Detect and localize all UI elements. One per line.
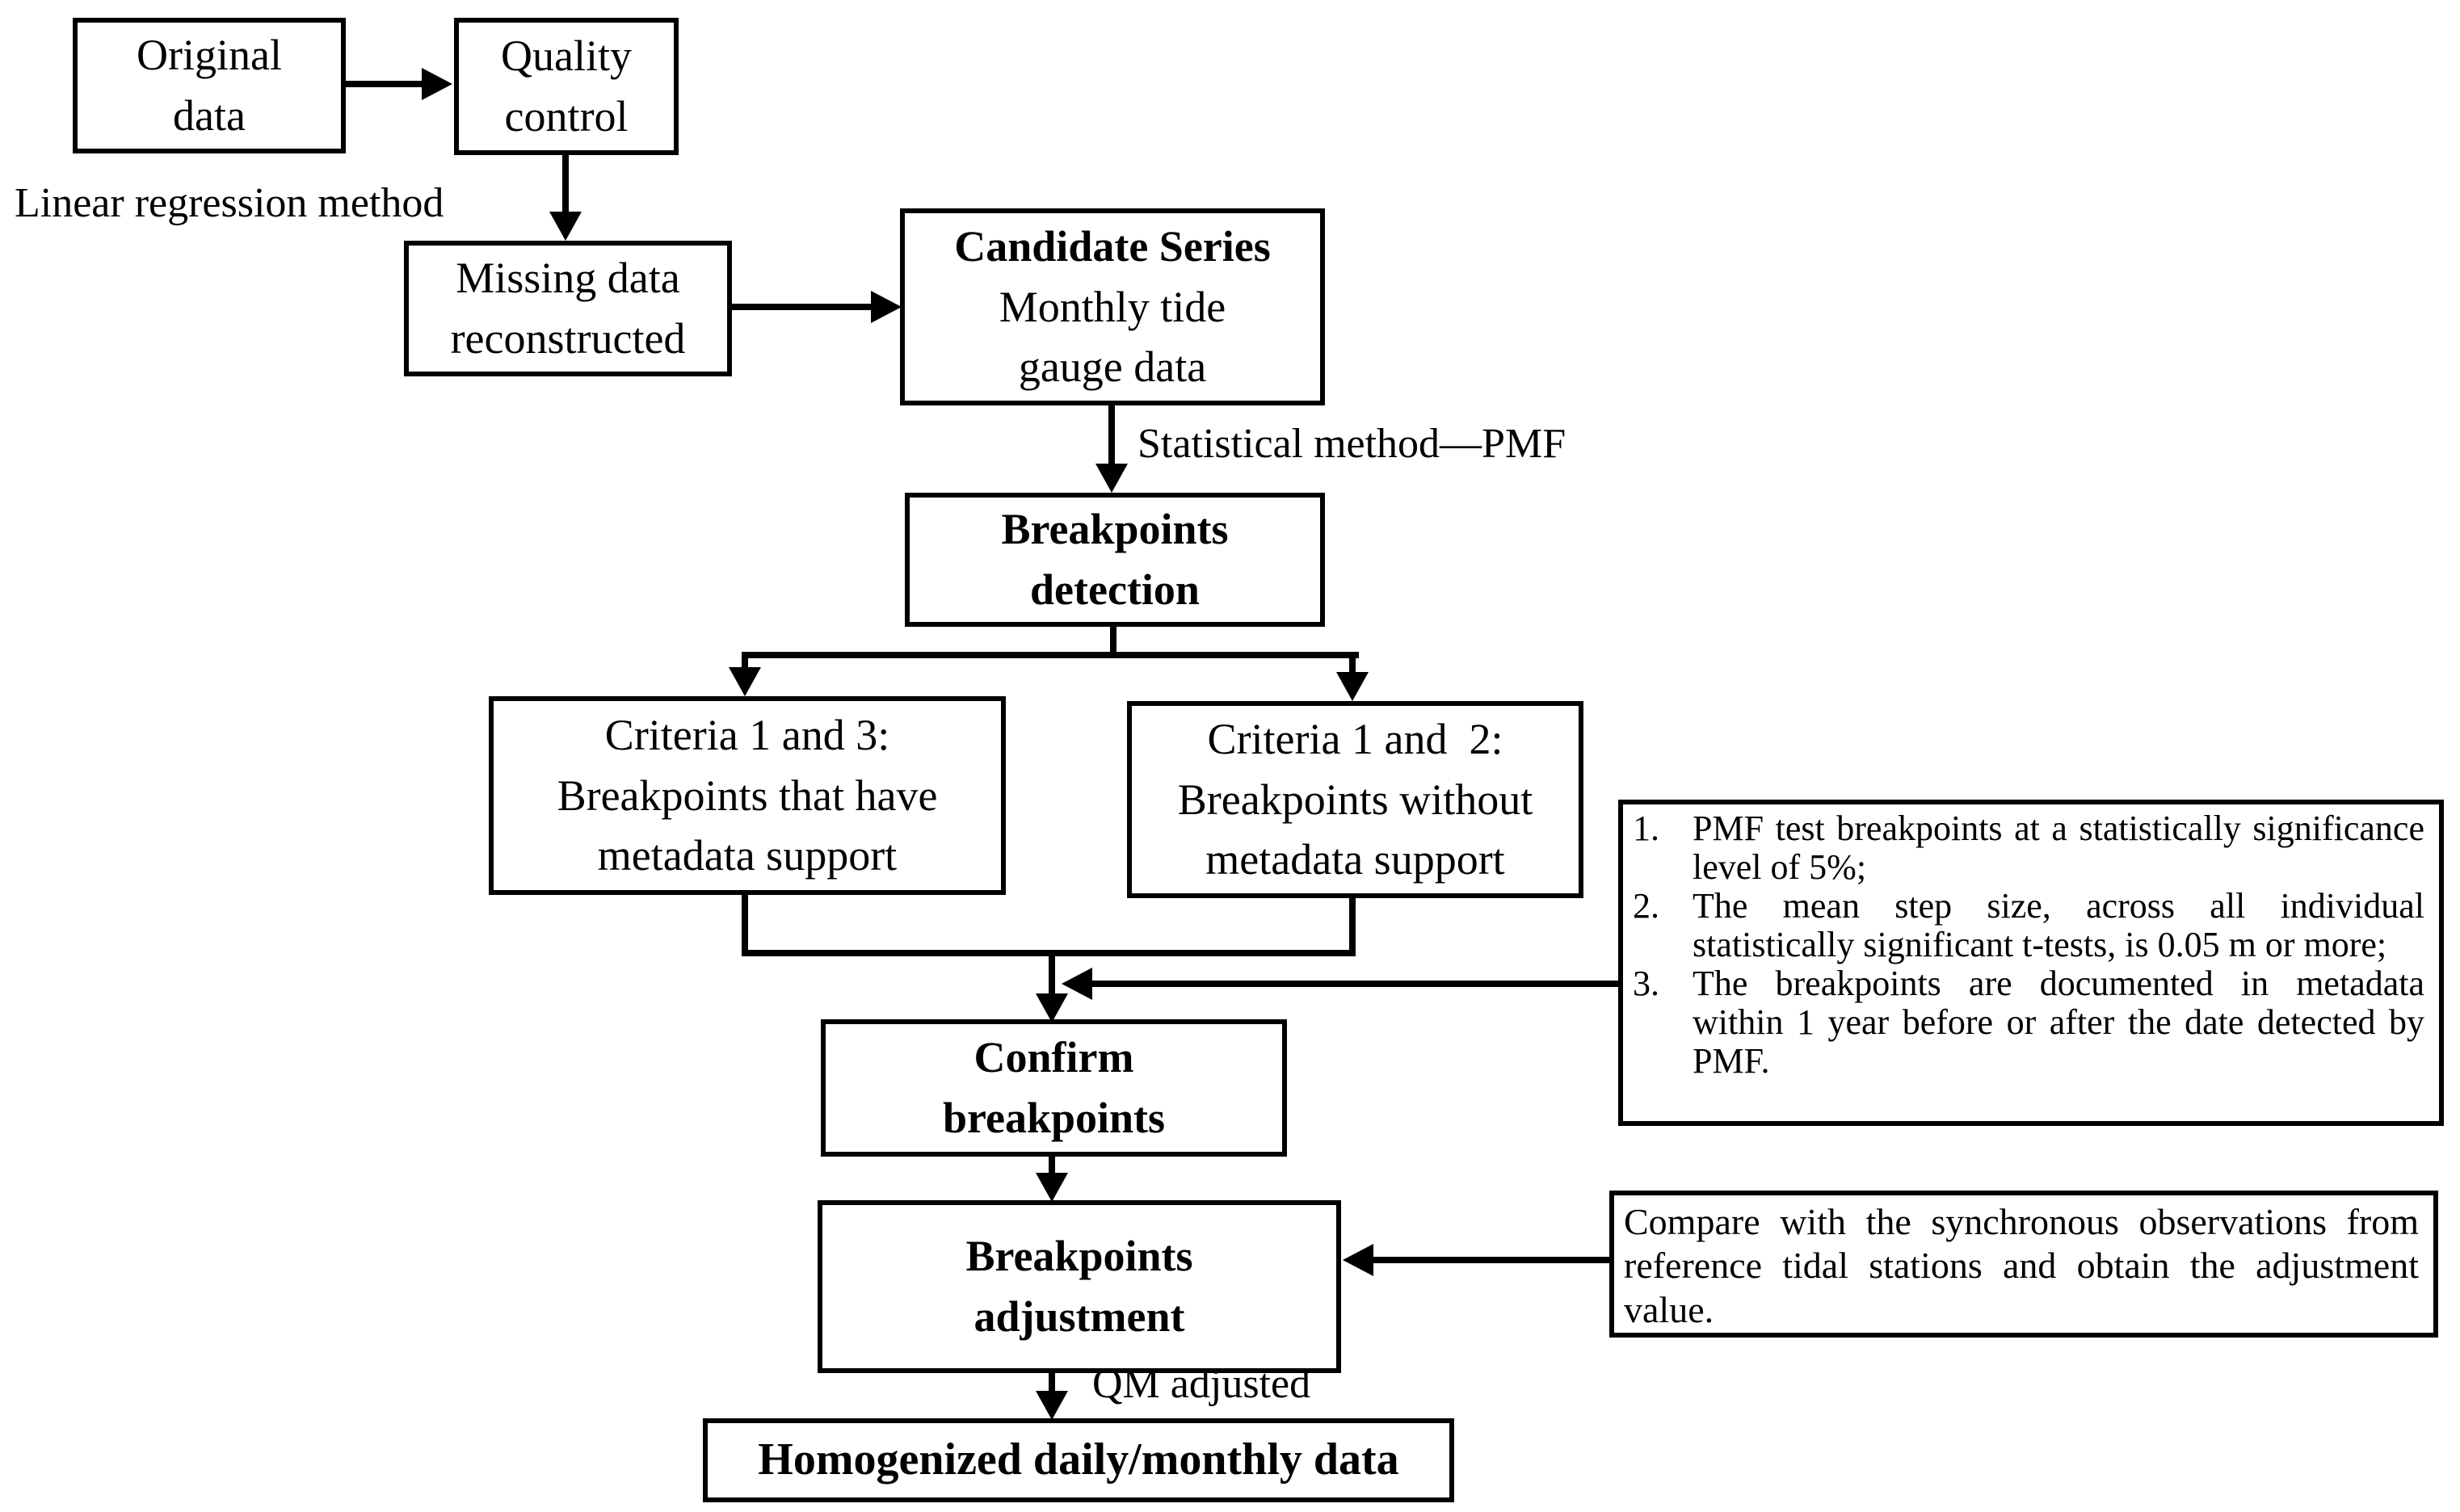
- criteria-item-3: 3. The breakpoints are documented in met…: [1633, 964, 2424, 1081]
- arrow-left-icon: [1062, 968, 1092, 1000]
- node-homogenized-data: Homogenized daily/monthly data: [703, 1418, 1454, 1502]
- criteria-item-2-number: 2.: [1633, 885, 1659, 926]
- compare-note-box: Compare with the synchronous observation…: [1609, 1191, 2438, 1338]
- node-missing-data-label: Missing data reconstructed: [450, 254, 686, 363]
- node-missing-data: Missing data reconstructed: [404, 241, 732, 376]
- node-original-data-label: Original data: [137, 31, 282, 140]
- node-breakpoints-detection: Breakpoints detection: [905, 493, 1325, 627]
- node-quality-control: Quality control: [454, 18, 679, 155]
- criteria-item-3-number: 3.: [1633, 963, 1659, 1003]
- node-breakpoints-adjustment-label: Breakpoints adjustment: [965, 1232, 1193, 1341]
- node-criteria-1-and-3: Criteria 1 and 3: Breakpoints that have …: [489, 696, 1006, 895]
- connector-line: [1349, 652, 1356, 674]
- arrow-down-icon: [1336, 672, 1369, 701]
- connector-line: [1049, 950, 1055, 995]
- node-candidate-series-title: Candidate Series: [954, 222, 1271, 271]
- node-criteria-1-and-2: Criteria 1 and 2: Breakpoints without me…: [1127, 701, 1583, 898]
- label-qm-adjusted: QM adjusted: [1092, 1361, 1311, 1407]
- arrow-right-icon: [422, 68, 452, 100]
- node-candidate-series: Candidate Series Monthly tide gauge data: [900, 208, 1325, 405]
- criteria-definitions-box: 1. PMF test breakpoints at a statistical…: [1618, 800, 2444, 1126]
- node-criteria-1-and-2-label: Criteria 1 and 2: Breakpoints without me…: [1177, 715, 1533, 884]
- label-statistical-method-pmf: Statistical method—PMF: [1137, 421, 1566, 467]
- criteria-item-1-number: 1.: [1633, 808, 1659, 848]
- criteria-item-2-text: The mean step size, across all individua…: [1693, 885, 2424, 964]
- connector-line: [732, 304, 871, 310]
- arrow-right-icon: [871, 291, 902, 323]
- connector-line: [1049, 1157, 1055, 1176]
- node-homogenized-data-label: Homogenized daily/monthly data: [758, 1434, 1399, 1485]
- connector-line: [1110, 627, 1116, 658]
- node-candidate-series-subtitle: Monthly tide gauge data: [999, 282, 1226, 392]
- connector-line: [1049, 1373, 1055, 1394]
- criteria-item-1: 1. PMF test breakpoints at a statistical…: [1633, 809, 2424, 887]
- connector-line: [562, 155, 569, 212]
- criteria-item-3-text: The breakpoints are documented in metada…: [1693, 963, 2424, 1081]
- arrow-left-icon: [1343, 1244, 1373, 1276]
- node-breakpoints-adjustment: Breakpoints adjustment: [818, 1200, 1341, 1373]
- arrow-down-icon: [1036, 1173, 1068, 1202]
- criteria-item-2: 2. The mean step size, across all indivi…: [1633, 885, 2424, 964]
- connector-line: [1373, 1257, 1609, 1263]
- compare-note-text: Compare with the synchronous observation…: [1624, 1201, 2419, 1330]
- connector-line: [742, 895, 748, 956]
- node-breakpoints-detection-label: Breakpoints detection: [1001, 505, 1229, 614]
- connector-line: [1091, 981, 1618, 987]
- arrow-down-icon: [1036, 1391, 1068, 1420]
- connector-line: [1349, 898, 1356, 956]
- label-linear-regression-method: Linear regression method: [15, 180, 444, 226]
- connector-line: [742, 652, 1359, 658]
- node-confirm-breakpoints-label: Confirm breakpoints: [942, 1033, 1166, 1142]
- connector-line: [742, 652, 748, 669]
- connector-line: [1108, 405, 1115, 464]
- node-criteria-1-and-3-label: Criteria 1 and 3: Breakpoints that have …: [557, 711, 938, 880]
- node-original-data: Original data: [73, 18, 346, 153]
- connector-line: [346, 81, 422, 87]
- node-confirm-breakpoints: Confirm breakpoints: [821, 1019, 1287, 1157]
- arrow-down-icon: [1095, 464, 1128, 493]
- arrow-down-icon: [729, 667, 761, 696]
- criteria-item-1-text: PMF test breakpoints at a statistically …: [1693, 808, 2424, 887]
- arrow-down-icon: [549, 212, 582, 241]
- node-quality-control-label: Quality control: [501, 32, 632, 141]
